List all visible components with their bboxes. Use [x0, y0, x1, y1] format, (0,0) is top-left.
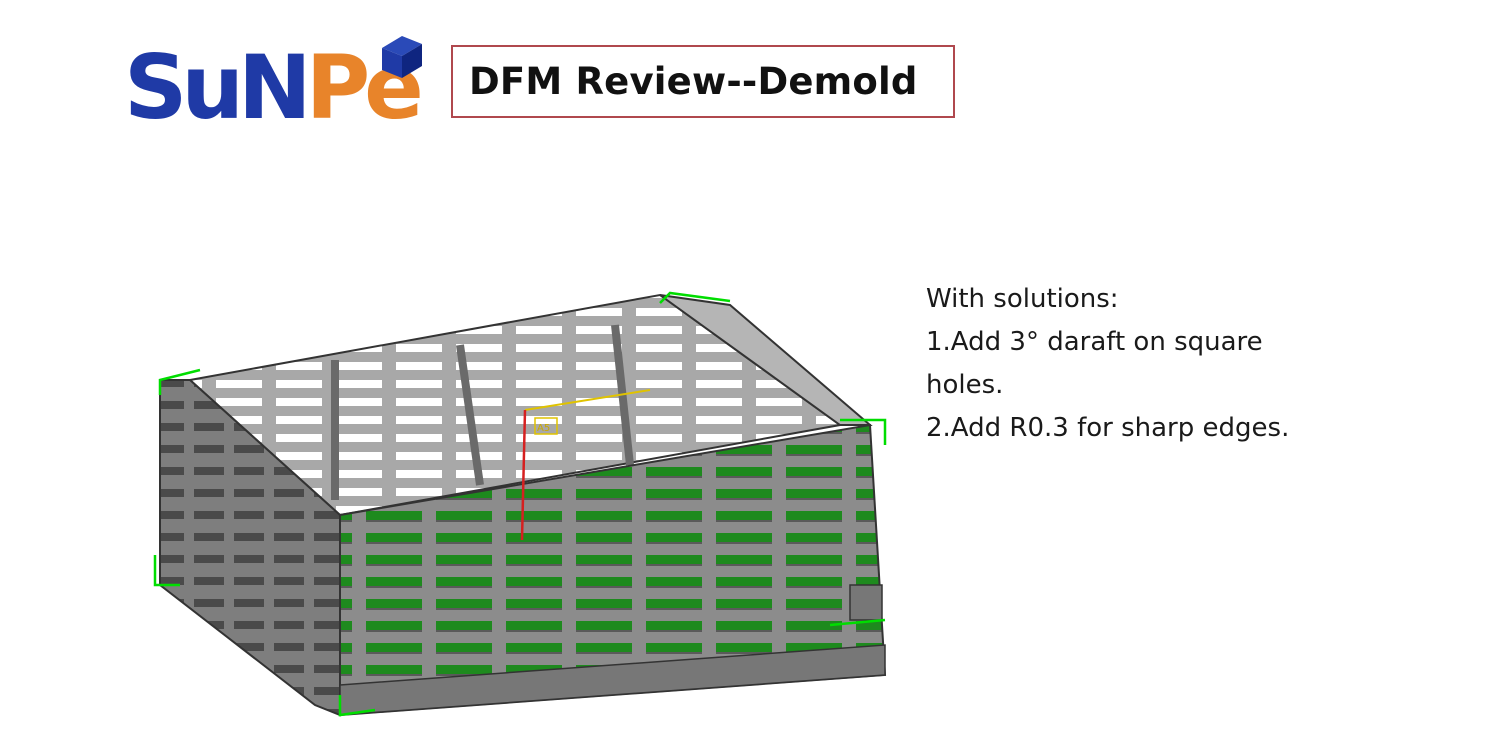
title-box: DFM Review--Demold	[451, 45, 955, 118]
axis-marker: A5	[520, 389, 651, 541]
solutions-notes: With solutions: 1.Add 3° daraft on squar…	[926, 278, 1486, 450]
sunpe-logo: SuNPe	[124, 36, 426, 130]
cube-icon	[382, 36, 422, 78]
notes-intro: With solutions:	[926, 284, 1119, 314]
page-title: DFM Review--Demold	[469, 60, 918, 103]
annotation-label: A5	[537, 423, 550, 434]
notes-line-1: 1.Add 3° daraft on square	[926, 327, 1263, 357]
svg-text:SuNPe: SuNPe	[124, 36, 420, 130]
part-model-illustration: A5	[153, 291, 887, 717]
notes-line-2: holes.	[926, 370, 1004, 400]
notes-line-3: 2.Add R0.3 for sharp edges.	[926, 413, 1290, 443]
